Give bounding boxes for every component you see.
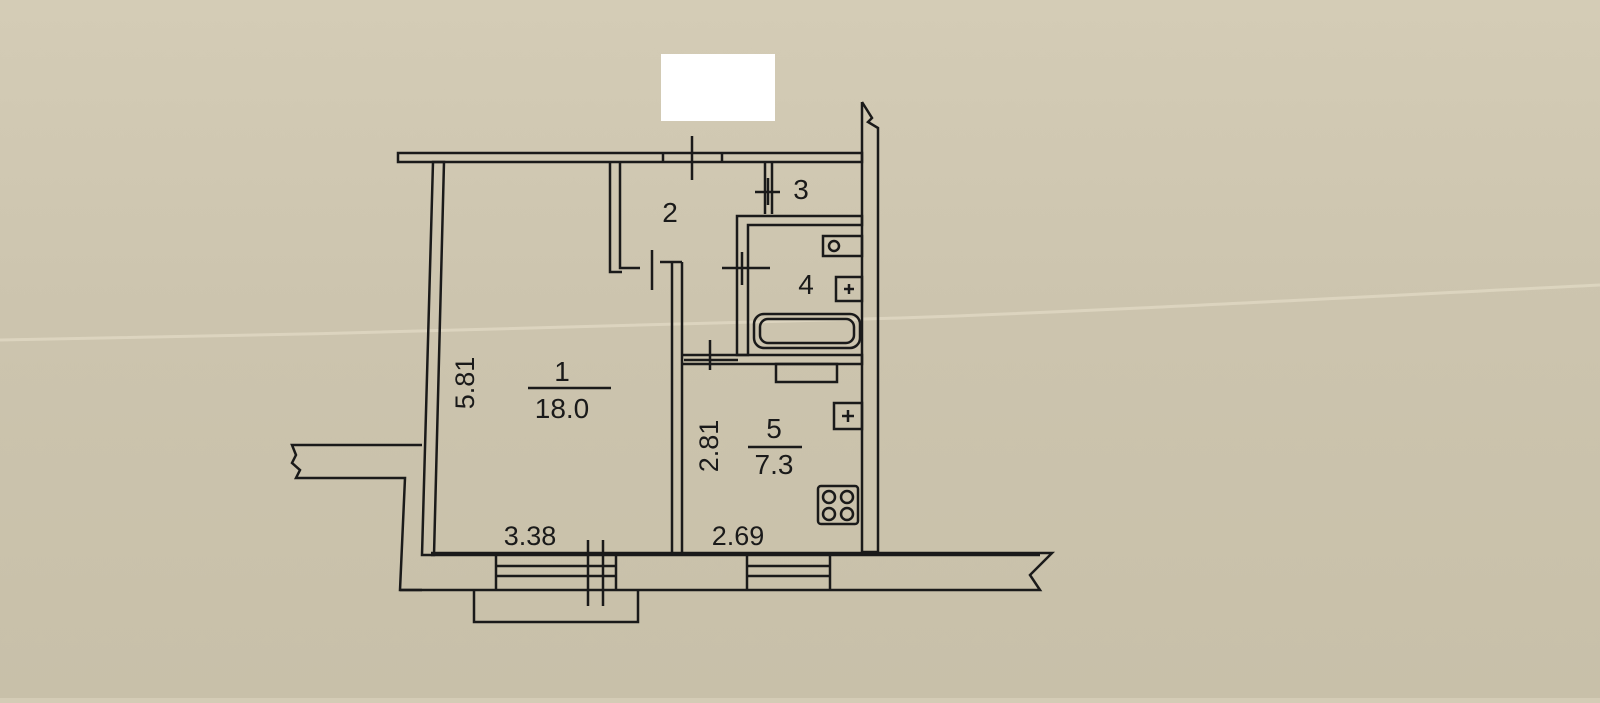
balcony xyxy=(472,590,640,624)
bathtub-inner xyxy=(758,317,856,345)
stove-burner-2 xyxy=(839,489,855,505)
partition-2-3 xyxy=(763,162,774,214)
stove-burner-1 xyxy=(821,489,837,505)
room2-number: 2 xyxy=(662,197,678,228)
room4-number: 4 xyxy=(798,269,814,300)
partition-1-5 xyxy=(670,262,684,555)
paper-fold xyxy=(0,283,1600,342)
bath-toilet xyxy=(834,275,864,303)
kitchen-stove xyxy=(816,484,860,526)
room5-number: 5 xyxy=(766,413,782,444)
top-wall xyxy=(396,151,864,164)
right-wall xyxy=(860,101,880,554)
kitchen-sink xyxy=(832,401,864,431)
room1-width-dim: 3.38 xyxy=(504,521,557,551)
redaction-box xyxy=(661,54,775,121)
room1-area: 18.0 xyxy=(535,393,590,424)
bath-sink-drain xyxy=(827,239,841,253)
left-outer-wall xyxy=(290,443,422,592)
partition-1-2 xyxy=(608,162,622,274)
room5-height-dim: 2.81 xyxy=(694,420,724,473)
stove-burner-4 xyxy=(839,506,855,522)
room1-left-wall xyxy=(420,160,446,557)
bath-sink xyxy=(821,234,864,258)
bathtub xyxy=(752,312,862,350)
stove-burner-3 xyxy=(821,506,837,522)
partition-4-5 xyxy=(682,353,864,366)
room1-height-dim: 5.81 xyxy=(450,357,480,410)
bottom-wall xyxy=(400,551,1056,592)
room5-area: 7.3 xyxy=(755,449,794,480)
room1-number: 1 xyxy=(554,356,570,387)
window-room5 xyxy=(745,555,832,590)
room3-number: 3 xyxy=(793,174,809,205)
partition-1-2-b xyxy=(618,162,640,270)
walls xyxy=(290,101,1056,624)
room5-width-dim: 2.69 xyxy=(712,521,765,551)
window-room1 xyxy=(494,540,618,606)
kitchen-hood xyxy=(774,362,839,384)
